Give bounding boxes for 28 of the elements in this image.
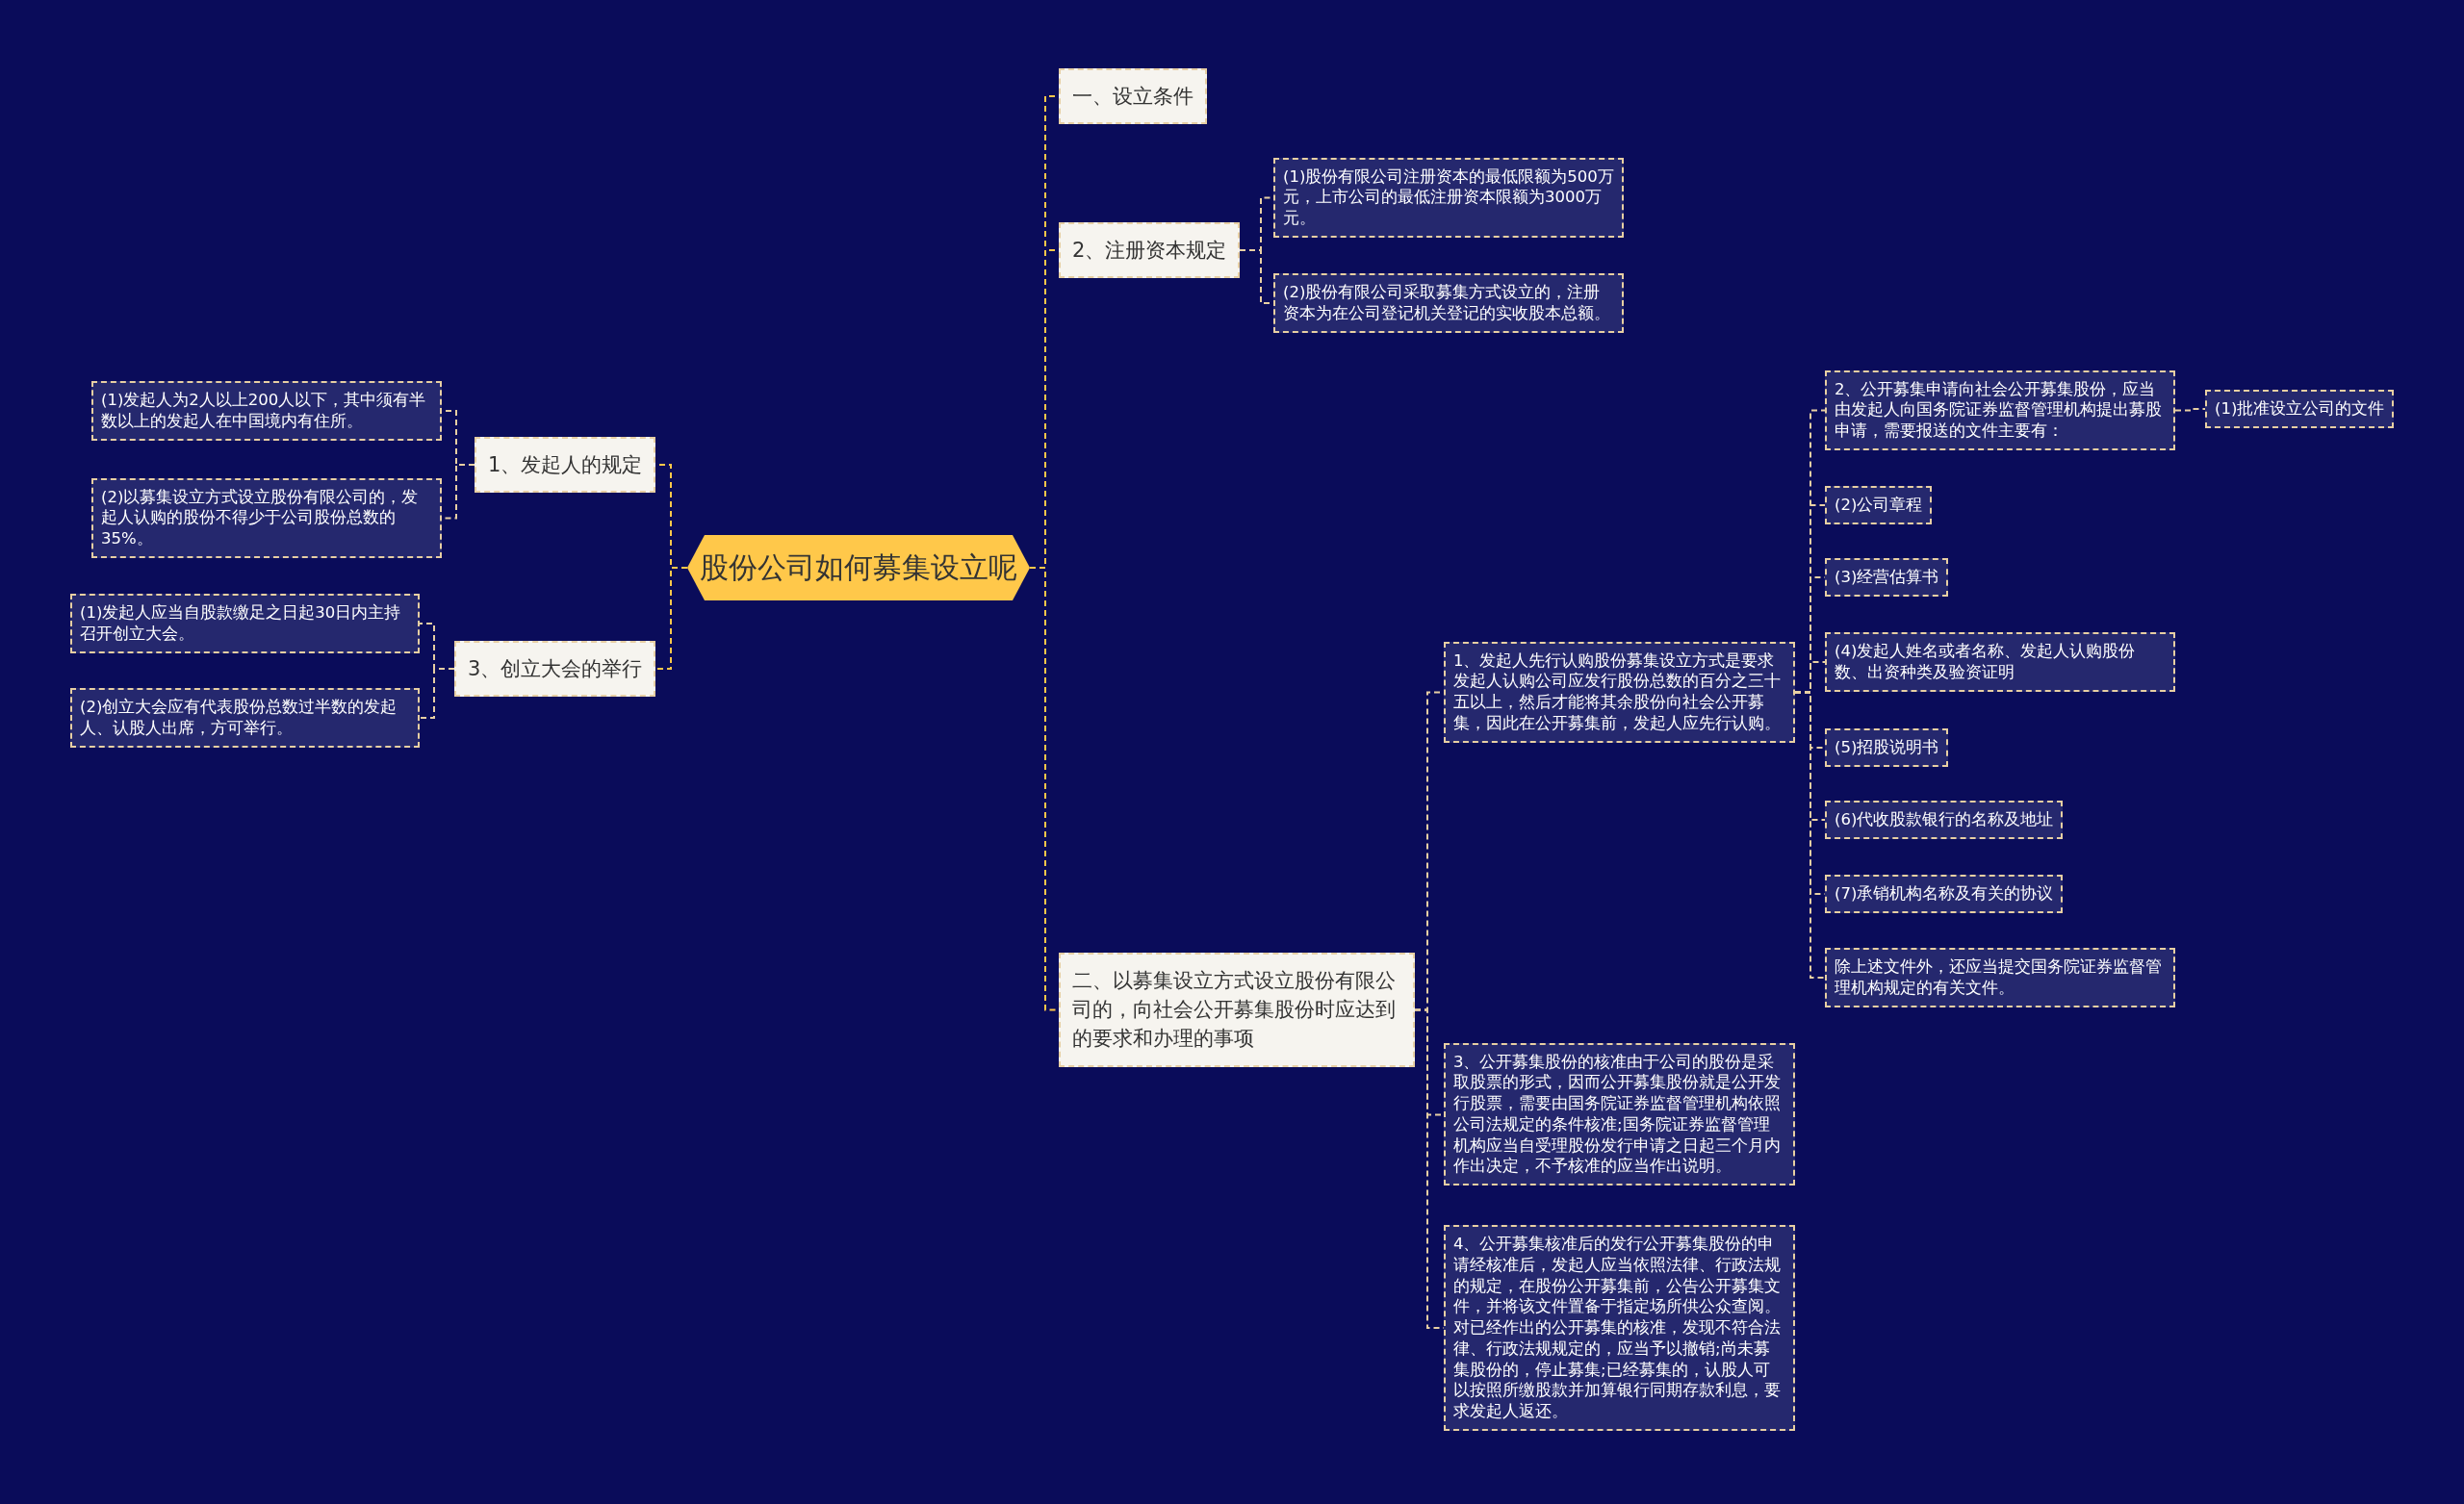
subtopic-box: (1)股份有限公司注册资本的最低限额为500万元，上市公司的最低注册资本限额为3000万元。: [1273, 157, 1624, 238]
subtopic-box: 1、发起人先行认购股份募集设立方式是要求发起人认购公司应发行股份总数的百分之三十五以上，然后才能将其余股份向社会公开募集，因此在公开募集前，发起人应先行认购。: [1444, 641, 1795, 743]
connector-line: [419, 668, 455, 719]
subtopic-box: (2)以募集设立方式设立股份有限公司的，发起人认购的股份不得少于公司股份总数的35%。: [91, 477, 442, 558]
connector-line: [2174, 408, 2206, 412]
subtopic-box: (7)承销机构名称及有关的协议: [1825, 875, 2064, 913]
subtopic-box: (6)代收股款银行的名称及地址: [1825, 801, 2064, 839]
subtopic-box: (1)批准设立公司的文件: [2205, 390, 2395, 428]
subtopic-box: 3、公开募集股份的核准由于公司的股份是采取股票的形式，因而公开募集股份就是公开发行股票，需要由国务院证券监督管理机构依照公司法规定的条件核准;国务院证券监督管理机构应当自受理股份发行申请之日起三个月内作出决定，不予核准的应当作出说明。: [1444, 1042, 1795, 1186]
subtopic-box: (2)股份有限公司采取募集方式设立的，注册资本为在公司登记机关登记的实收股本总额。: [1273, 273, 1624, 333]
subtopic-box: (5)招股说明书: [1825, 728, 1949, 767]
subtopic-box: (2)公司章程: [1825, 486, 1933, 524]
subtopic-box: (2)创立大会应有代表股份总数过半数的发起人、认股人出席，方可举行。: [70, 688, 420, 748]
central-topic: 股份公司如何募集设立呢: [687, 535, 1030, 600]
subtopic-box: (1)发起人应当自股款缴足之日起30日内主持召开创立大会。: [70, 594, 420, 653]
subtopic-box: 除上述文件外，还应当提交国务院证券监督管理机构规定的有关文件。: [1825, 948, 2175, 1007]
connector-line: [654, 567, 688, 670]
subtopic-box: (4)发起人姓名或者名称、发起人认购股份数、出资种类及验资证明: [1825, 632, 2175, 692]
topic-box: 二、以募集设立方式设立股份有限公司的，向社会公开募集股份时应达到的要求和办理的事项: [1059, 952, 1415, 1067]
connector-line: [1794, 691, 1826, 979]
topic-box: 3、创立大会的举行: [454, 641, 656, 698]
topic-box: 1、发起人的规定: [475, 437, 656, 494]
subtopic-box: (3)经营估算书: [1825, 558, 1949, 597]
subtopic-box: 4、公开募集核准后的发行公开募集股份的申请经核准后，发起人应当依照法律、行政法规的规定，在股份公开募集前，公告公开募集文件，并将该文件置备于指定场所供公众查阅。对已经作出的公开募集的核准，发现不符合法律、行政法规规定的，应当予以撤销;尚未募集股份的，停止募集;已经募集的，认股人可以按照所缴股款并加算银行同期存款利息，要求发起人返还。: [1444, 1225, 1795, 1431]
subtopic-box: 2、公开募集申请向社会公开募集股份，应当由发起人向国务院证券监督管理机构提出募股申请，需要报送的文件主要有：: [1825, 370, 2175, 450]
topic-box: 2、注册资本规定: [1059, 222, 1241, 279]
topic-box: 一、设立条件: [1059, 68, 1207, 125]
subtopic-box: (1)发起人为2人以上200人以下，其中须有半数以上的发起人在中国境内有住所。: [91, 381, 442, 441]
